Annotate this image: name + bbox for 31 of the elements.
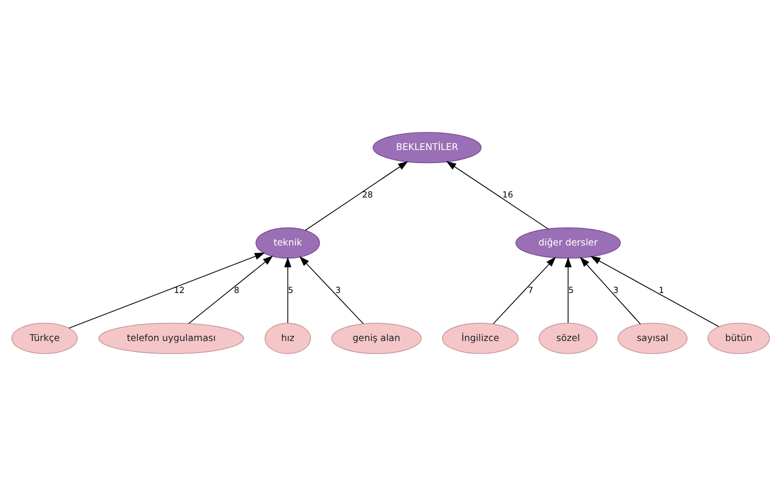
- edge-label: 16: [502, 189, 514, 200]
- node-ellipse: teknik: [256, 227, 320, 259]
- node-ellipse: Türkçe: [11, 322, 78, 354]
- edge-label: 12: [174, 284, 185, 295]
- edge-label: 5: [568, 284, 574, 295]
- arrow: [284, 257, 292, 324]
- arrow: [68, 252, 265, 329]
- edge-label: 5: [288, 284, 294, 295]
- node-ellipse: telefon uygulaması: [98, 322, 244, 354]
- node-ellipse: İngilizce: [442, 322, 519, 354]
- edge-label: 7: [528, 284, 534, 295]
- arrow: [304, 161, 408, 231]
- arrow: [492, 256, 556, 324]
- arrow: [299, 256, 364, 324]
- edge-label: 1: [658, 284, 664, 295]
- edge-label: 3: [613, 284, 619, 295]
- arrow: [446, 161, 549, 230]
- arrow: [590, 256, 720, 328]
- node-ellipse: diğer dersler: [515, 227, 621, 259]
- node-ellipse: sayısal: [618, 322, 688, 354]
- node-ellipse: BEKLENTİLER: [372, 132, 482, 164]
- node-ellipse: geniş alan: [331, 322, 422, 354]
- edge-label: 28: [362, 189, 373, 200]
- edge-label: 8: [234, 284, 240, 295]
- edge-label: 3: [335, 284, 341, 295]
- arrow: [580, 256, 641, 325]
- arrow: [564, 257, 572, 324]
- node-ellipse: sözel: [538, 322, 598, 354]
- node-ellipse: bütün: [708, 322, 770, 354]
- node-ellipse: hız: [264, 322, 311, 354]
- arrow: [188, 256, 274, 324]
